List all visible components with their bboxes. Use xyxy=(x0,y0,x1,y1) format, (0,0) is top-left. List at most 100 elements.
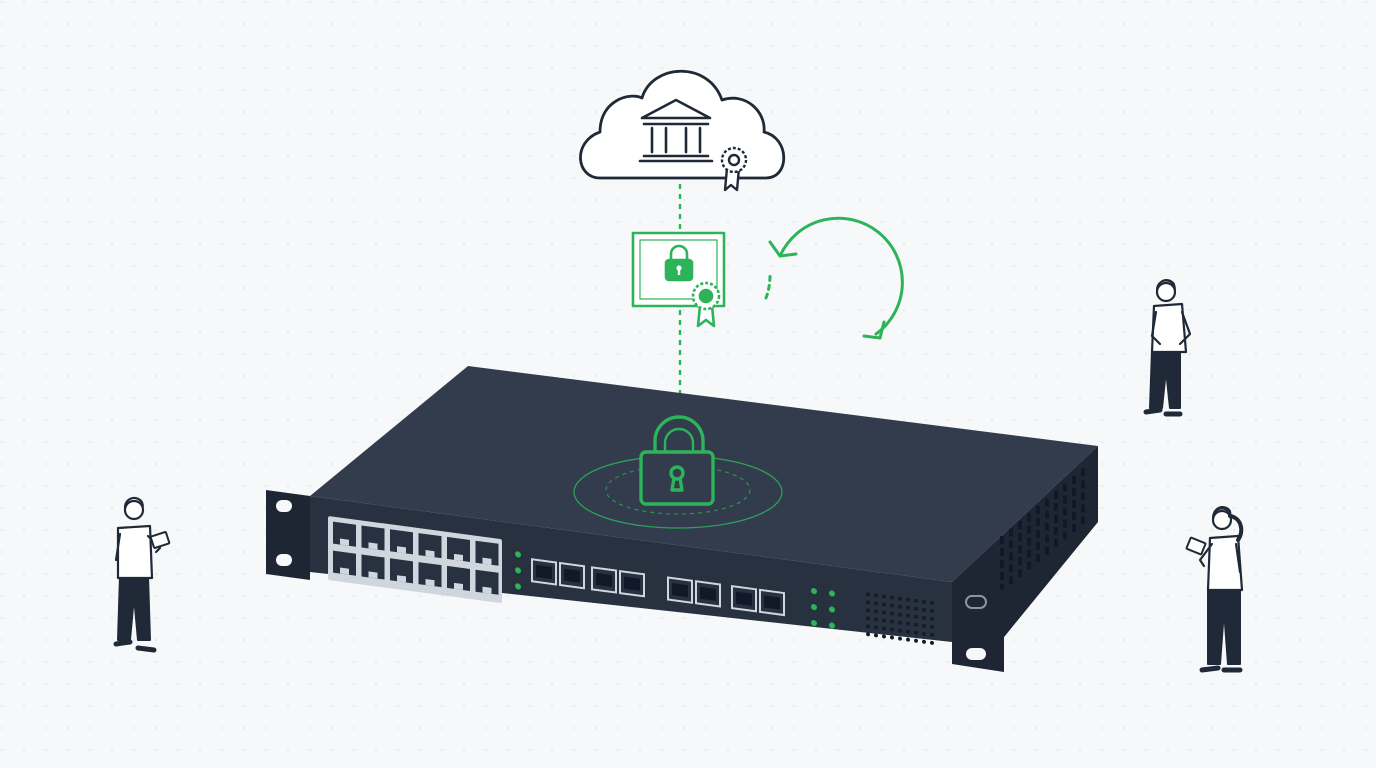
vent-slot xyxy=(1036,542,1040,550)
sfp-cage xyxy=(619,569,645,598)
vent-hole xyxy=(882,618,886,623)
refresh-cycle-icon xyxy=(764,216,904,340)
vent-hole xyxy=(866,624,870,629)
rj45-port-opening xyxy=(390,558,413,584)
vent-hole xyxy=(882,610,886,615)
vent-hole xyxy=(914,638,918,643)
vent-slot xyxy=(1081,492,1085,501)
padlock-icon xyxy=(639,415,715,506)
vent-slot xyxy=(1027,513,1031,522)
vent-slot xyxy=(1072,476,1076,484)
cloud-institution-group xyxy=(579,69,786,192)
vent-slot xyxy=(1081,504,1085,513)
vent-slot xyxy=(1045,522,1049,531)
rj45-port-opening xyxy=(361,525,385,551)
rj45-port-opening xyxy=(361,554,385,580)
rj45-port-clip xyxy=(397,546,406,554)
sfp-port xyxy=(667,576,693,604)
rj45-port xyxy=(361,525,385,551)
sfp-slot xyxy=(736,591,752,606)
rack-ear-hole xyxy=(276,500,292,512)
vent-slot xyxy=(1081,516,1085,525)
sfp-port xyxy=(619,569,645,598)
vent-slot xyxy=(1045,510,1049,519)
vent-slot xyxy=(1000,536,1004,544)
status-led xyxy=(515,567,521,574)
rj45-port xyxy=(390,558,413,584)
tablet-icon xyxy=(149,531,171,549)
vent-slot xyxy=(1036,554,1040,562)
vent-hole xyxy=(874,633,878,638)
rj45-port-clip xyxy=(482,557,492,565)
vent-hole xyxy=(898,596,902,601)
vent-hole xyxy=(906,597,910,602)
sfp-cage xyxy=(531,558,557,586)
vent-hole xyxy=(922,607,926,612)
vent-slot xyxy=(1009,540,1013,549)
rj45-port xyxy=(475,540,499,566)
status-led xyxy=(811,620,817,627)
vent-slot xyxy=(1018,557,1022,565)
rj45-port xyxy=(390,529,413,555)
vent-hole xyxy=(914,622,918,627)
vent-hole xyxy=(922,615,926,620)
vent-slot xyxy=(1054,527,1058,535)
rj45-port-opening xyxy=(333,521,356,547)
vent-hole xyxy=(890,611,894,616)
vent-hole xyxy=(930,600,934,605)
status-led xyxy=(811,588,817,595)
rj45-port-opening xyxy=(475,540,499,566)
status-led xyxy=(515,551,521,558)
vent-hole xyxy=(930,632,934,637)
rj45-port-clip xyxy=(340,538,349,546)
rj45-port xyxy=(361,554,385,580)
vent-slot xyxy=(1027,549,1031,558)
status-led xyxy=(829,606,835,613)
sfp-slot xyxy=(596,572,612,588)
rj45-port-clip xyxy=(425,579,435,587)
vent-hole xyxy=(906,621,910,626)
rj45-port-opening xyxy=(333,550,356,576)
tablet-icon xyxy=(1185,536,1207,556)
vent-hole xyxy=(898,604,902,609)
vent-slot xyxy=(1018,521,1022,529)
vent-hole xyxy=(882,626,886,631)
rj45-port xyxy=(418,533,442,559)
vent-hole xyxy=(866,616,870,621)
vent-slot xyxy=(1081,480,1085,489)
vent-hole xyxy=(898,620,902,625)
vent-slot xyxy=(1045,498,1049,507)
sfp-slot xyxy=(564,568,580,583)
side-vents xyxy=(1000,468,1085,592)
bank-building-icon xyxy=(638,98,714,163)
status-led xyxy=(515,583,521,590)
sfp-port xyxy=(531,558,557,586)
vent-slot xyxy=(1063,483,1067,492)
sfp-port xyxy=(695,580,721,608)
vent-slot xyxy=(1072,524,1076,532)
vent-slot xyxy=(1054,503,1058,511)
vent-slot xyxy=(1045,534,1049,543)
switch-front xyxy=(310,496,952,642)
award-ribbon-icon xyxy=(691,281,721,328)
sfp-slot xyxy=(700,586,716,601)
vent-slot xyxy=(1081,468,1085,477)
sfp-port xyxy=(731,584,757,613)
person-with-tablet-left xyxy=(113,497,171,653)
vent-hole xyxy=(866,592,870,597)
network-switch xyxy=(266,366,1098,672)
vent-hole xyxy=(890,619,894,624)
rj45-port xyxy=(447,536,470,562)
rack-ear-hole xyxy=(965,595,987,609)
vent-hole xyxy=(882,594,886,599)
vent-hole xyxy=(898,636,902,641)
rack-ear-hole xyxy=(966,648,986,660)
vent-hole xyxy=(914,598,918,603)
vent-hole xyxy=(890,603,894,608)
sfp-cage xyxy=(667,576,693,604)
vent-hole xyxy=(922,623,926,628)
rj45-port-opening xyxy=(447,536,470,562)
rj45-port-clip xyxy=(454,553,463,562)
vent-slot xyxy=(1063,507,1067,516)
rj45-port-opening xyxy=(390,529,413,555)
